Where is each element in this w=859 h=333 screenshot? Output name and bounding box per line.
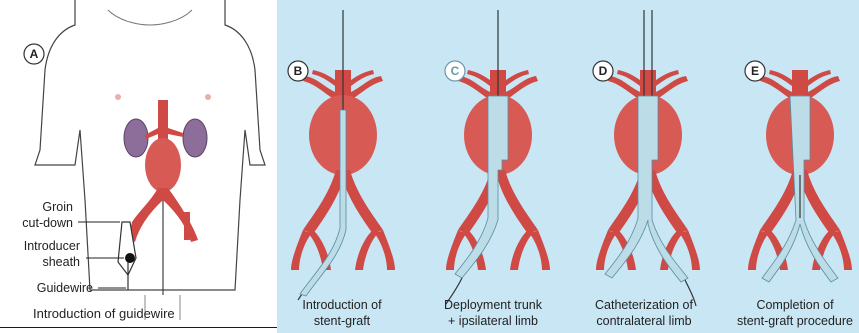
panel-c-caption-line1: Deployment trunk <box>444 298 543 312</box>
panel-e-caption-line2: stent-graft procedure <box>737 314 853 328</box>
groin-label-line2: cut-down <box>22 216 73 230</box>
panel-b-caption-line1: Introduction of <box>302 298 382 312</box>
introducer-label-line1: Introducer <box>24 239 80 253</box>
panel-c-caption-line2: + ipsilateral limb <box>448 314 538 328</box>
panel-e-caption-line1: Completion of <box>756 298 834 312</box>
panel-d-letter: D <box>599 64 608 78</box>
panel-b-letter: B <box>294 64 303 78</box>
sheath-port-icon <box>125 253 135 263</box>
panel-d-caption-line1: Catheterization of <box>595 298 694 312</box>
right-kidney-icon <box>183 119 207 157</box>
panel-e-letter: E <box>751 64 759 78</box>
panel-a-letter: A <box>30 47 39 61</box>
bottom-rule <box>0 327 277 328</box>
right-nipple-icon <box>205 94 211 100</box>
aneurysm-sac-icon <box>145 138 181 192</box>
introducer-label-line2: sheath <box>42 255 80 269</box>
left-nipple-icon <box>115 94 121 100</box>
panel-b-caption-line2: stent-graft <box>314 314 371 328</box>
left-kidney-icon <box>124 119 148 157</box>
panel-c-letter: C <box>451 64 460 78</box>
panel-d-caption-line2: contralateral limb <box>596 314 691 328</box>
groin-label-line1: Groin <box>42 200 73 214</box>
guidewire-label: Guidewire <box>37 281 93 295</box>
panel-a-caption: Introduction of guidewire <box>33 306 175 321</box>
